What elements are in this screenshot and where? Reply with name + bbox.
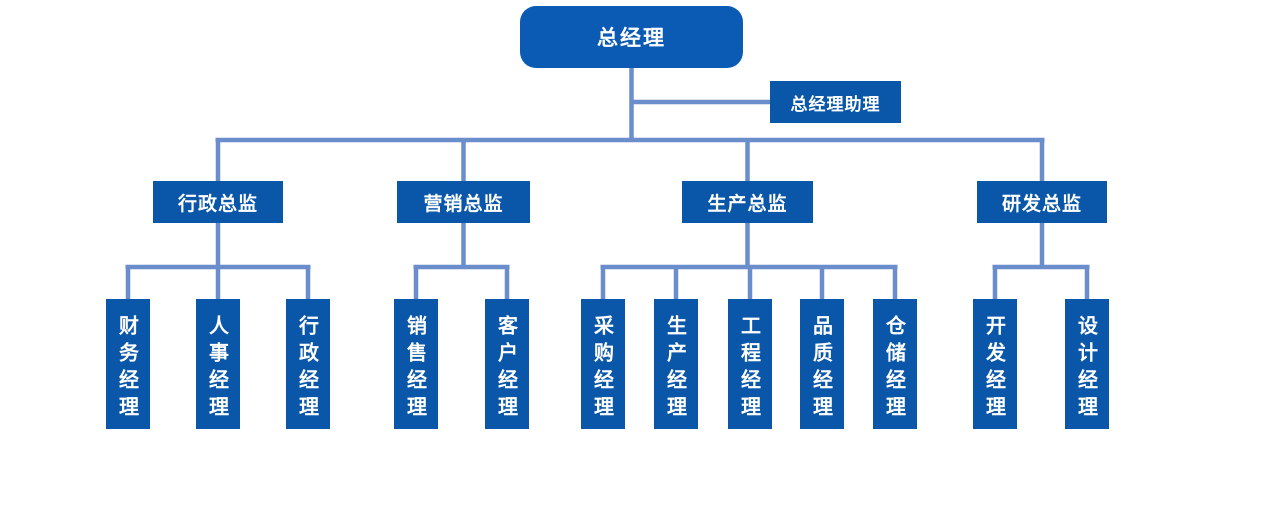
org-node-rnd-director: 研发总监 [977, 181, 1107, 223]
org-node-hr-manager: 人事经理 [196, 299, 240, 429]
org-node-purchasing-manager: 采购经理 [581, 299, 625, 429]
org-node-warehouse-manager: 仓储经理 [873, 299, 917, 429]
org-node-finance-manager: 财务经理 [106, 299, 150, 429]
org-node-gm-assistant: 总经理助理 [770, 81, 901, 123]
org-node-admin-manager: 行政经理 [286, 299, 330, 429]
org-node-development-manager: 开发经理 [973, 299, 1017, 429]
org-node-production-director: 生产总监 [682, 181, 813, 223]
org-node-engineering-manager: 工程经理 [728, 299, 772, 429]
org-node-admin-director: 行政总监 [153, 181, 283, 223]
org-node-quality-manager: 品质经理 [800, 299, 844, 429]
org-node-production-manager: 生产经理 [654, 299, 698, 429]
org-node-design-manager: 设计经理 [1065, 299, 1109, 429]
org-node-account-manager: 客户经理 [485, 299, 529, 429]
org-node-marketing-director: 营销总监 [397, 181, 530, 223]
org-node-general-manager: 总经理 [520, 6, 743, 68]
org-node-sales-manager: 销售经理 [394, 299, 438, 429]
